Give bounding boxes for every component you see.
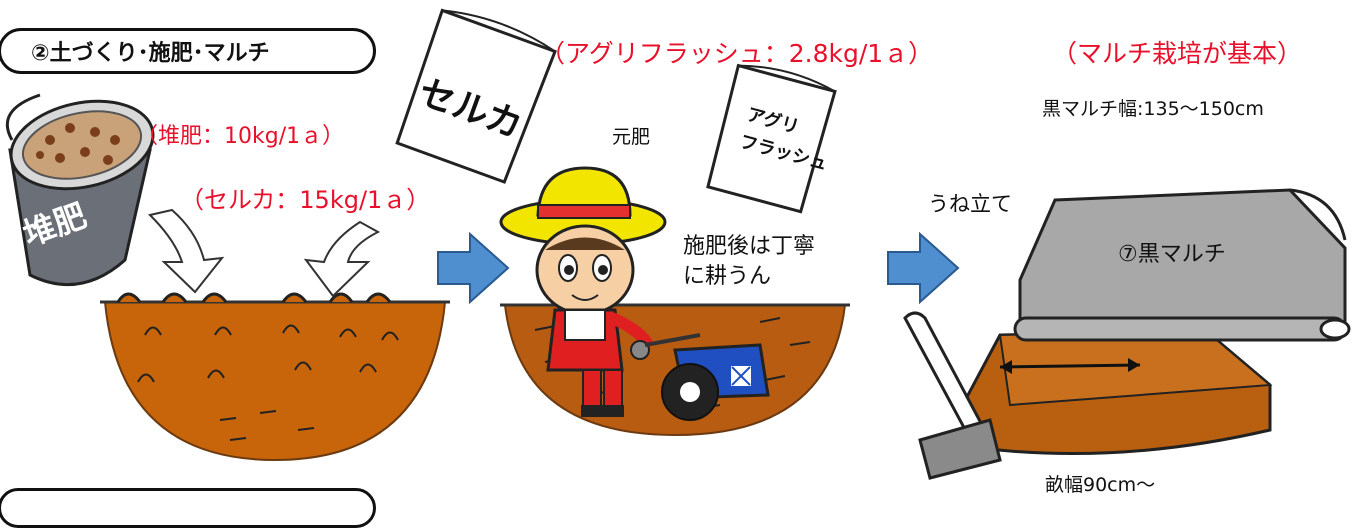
mulch-basic-label: （マルチ栽培が基本） (1052, 39, 1303, 68)
compost-bucket (6, 93, 155, 287)
agri-rate-label: （アグリフラッシュ：2.8kg/1ａ） (540, 39, 934, 68)
seruka-bag (395, 8, 557, 184)
agri-flash-bag (706, 63, 837, 214)
soil-mound-left (100, 292, 450, 462)
ridge-bed (958, 328, 1273, 456)
tilling-note: 施肥後は丁寧 に耕うん (683, 232, 815, 292)
ridge-width-label: 畝幅90cm～ (1045, 474, 1156, 496)
process-illustration (6, 8, 1351, 480)
seruka-rate-label: （セルカ：15kg/1ａ） (180, 186, 431, 214)
step-arrow-1 (437, 231, 510, 305)
black-mulch-sheet (1013, 188, 1351, 342)
tilling-note-line2: に耕うん (683, 264, 772, 289)
cultivator (644, 333, 770, 421)
mulch-width-label: 黒マルチ幅:135～150cm (1042, 98, 1264, 120)
section-title: ②土づくり･施肥･マルチ (31, 41, 270, 66)
seruka-arrow (303, 220, 381, 298)
compost-arrow (148, 208, 225, 294)
farmer (499, 166, 667, 417)
hoe-tool (903, 311, 1002, 480)
compost-rate-label: （堆肥：10kg/1ａ） (136, 124, 345, 149)
step-arrow-2 (887, 231, 960, 305)
section-title-box: ②土づくり･施肥･マルチ (0, 28, 376, 74)
tilling-note-line1: 施肥後は丁寧 (683, 234, 816, 259)
ridging-label: うね立て (928, 192, 1012, 216)
base-fertilizer-label: 元肥 (612, 126, 651, 148)
black-mulch-label: ⑦黒マルチ (1118, 242, 1226, 267)
